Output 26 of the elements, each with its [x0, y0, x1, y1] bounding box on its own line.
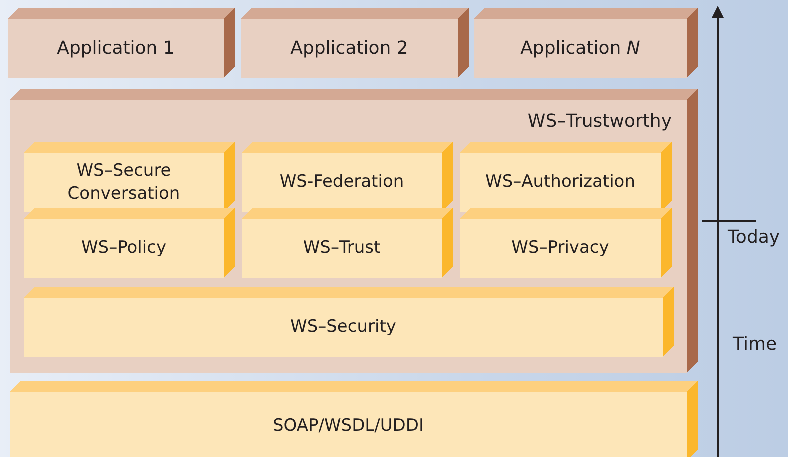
block-label: WS–Privacy	[510, 237, 610, 260]
layer-block	[10, 381, 698, 457]
layer-block	[242, 142, 453, 212]
block-label: WS–Secure Conversation	[66, 160, 182, 205]
layer-block	[474, 8, 698, 78]
layer-block	[24, 208, 235, 278]
block-label: SOAP/WSDL/UDDI	[272, 415, 425, 438]
layer-block	[24, 142, 235, 212]
layer-block	[460, 142, 672, 212]
layer-block	[24, 287, 674, 357]
axis-label: Today	[728, 227, 780, 248]
block-label: Application N	[520, 36, 642, 60]
block-label: Application 2	[290, 36, 410, 60]
block-label: WS–Security	[290, 316, 398, 339]
layer-block	[242, 208, 453, 278]
layer-block	[460, 208, 672, 278]
layer-block	[8, 8, 235, 78]
block-label: WS–Trust	[302, 237, 382, 260]
block-label: WS–Authorization	[484, 171, 636, 194]
layer-panel	[10, 89, 698, 373]
block-label: Application 1	[56, 36, 176, 60]
layer-title: WS–Trustworthy	[528, 111, 672, 132]
axis-label: Time	[733, 334, 778, 355]
layer-block	[241, 8, 469, 78]
block-label: WS–Policy	[80, 237, 168, 260]
block-label: WS-Federation	[278, 171, 406, 194]
